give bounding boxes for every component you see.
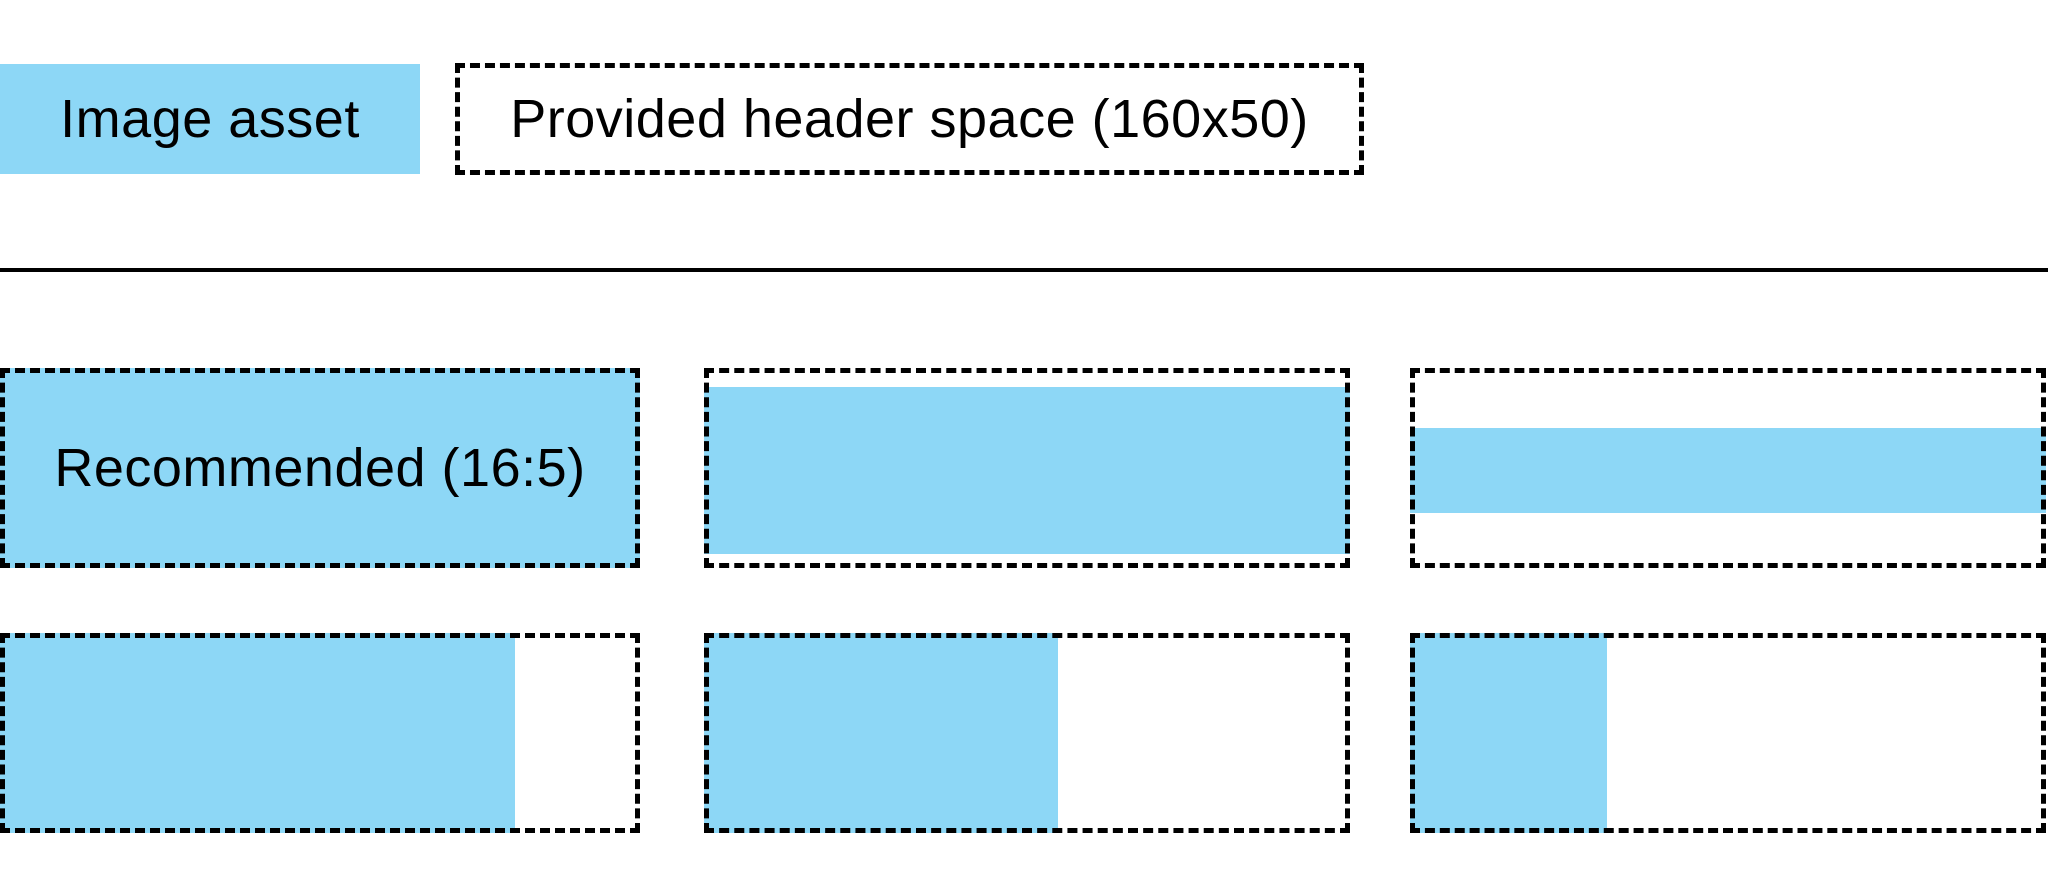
image-asset-fill (704, 633, 1058, 833)
legend-image-asset-label: Image asset (60, 89, 360, 149)
image-asset-fill (704, 387, 1350, 554)
tile-extra-wide-asset (1410, 368, 2046, 568)
tile-square-asset (1410, 633, 2046, 833)
section-divider (0, 268, 2048, 272)
legend-header-space-box: Provided header space (160x50) (455, 63, 1364, 175)
image-asset-fill (1410, 428, 2046, 513)
legend-header-space-label: Provided header space (160x50) (510, 89, 1309, 149)
legend-image-asset-swatch: Image asset (0, 64, 420, 174)
tile-tall-asset (0, 633, 640, 833)
image-asset-fill (0, 633, 516, 833)
tile-wide-asset (704, 368, 1350, 568)
image-asset-fill (1410, 633, 1608, 833)
recommended-label: Recommended (16:5) (54, 438, 586, 498)
image-asset-fill (0, 368, 640, 568)
recommended-caption: Recommended (16:5) (0, 368, 640, 568)
tile-recommended-16x5: Recommended (16:5) (0, 368, 640, 568)
tile-taller-asset (704, 633, 1350, 833)
